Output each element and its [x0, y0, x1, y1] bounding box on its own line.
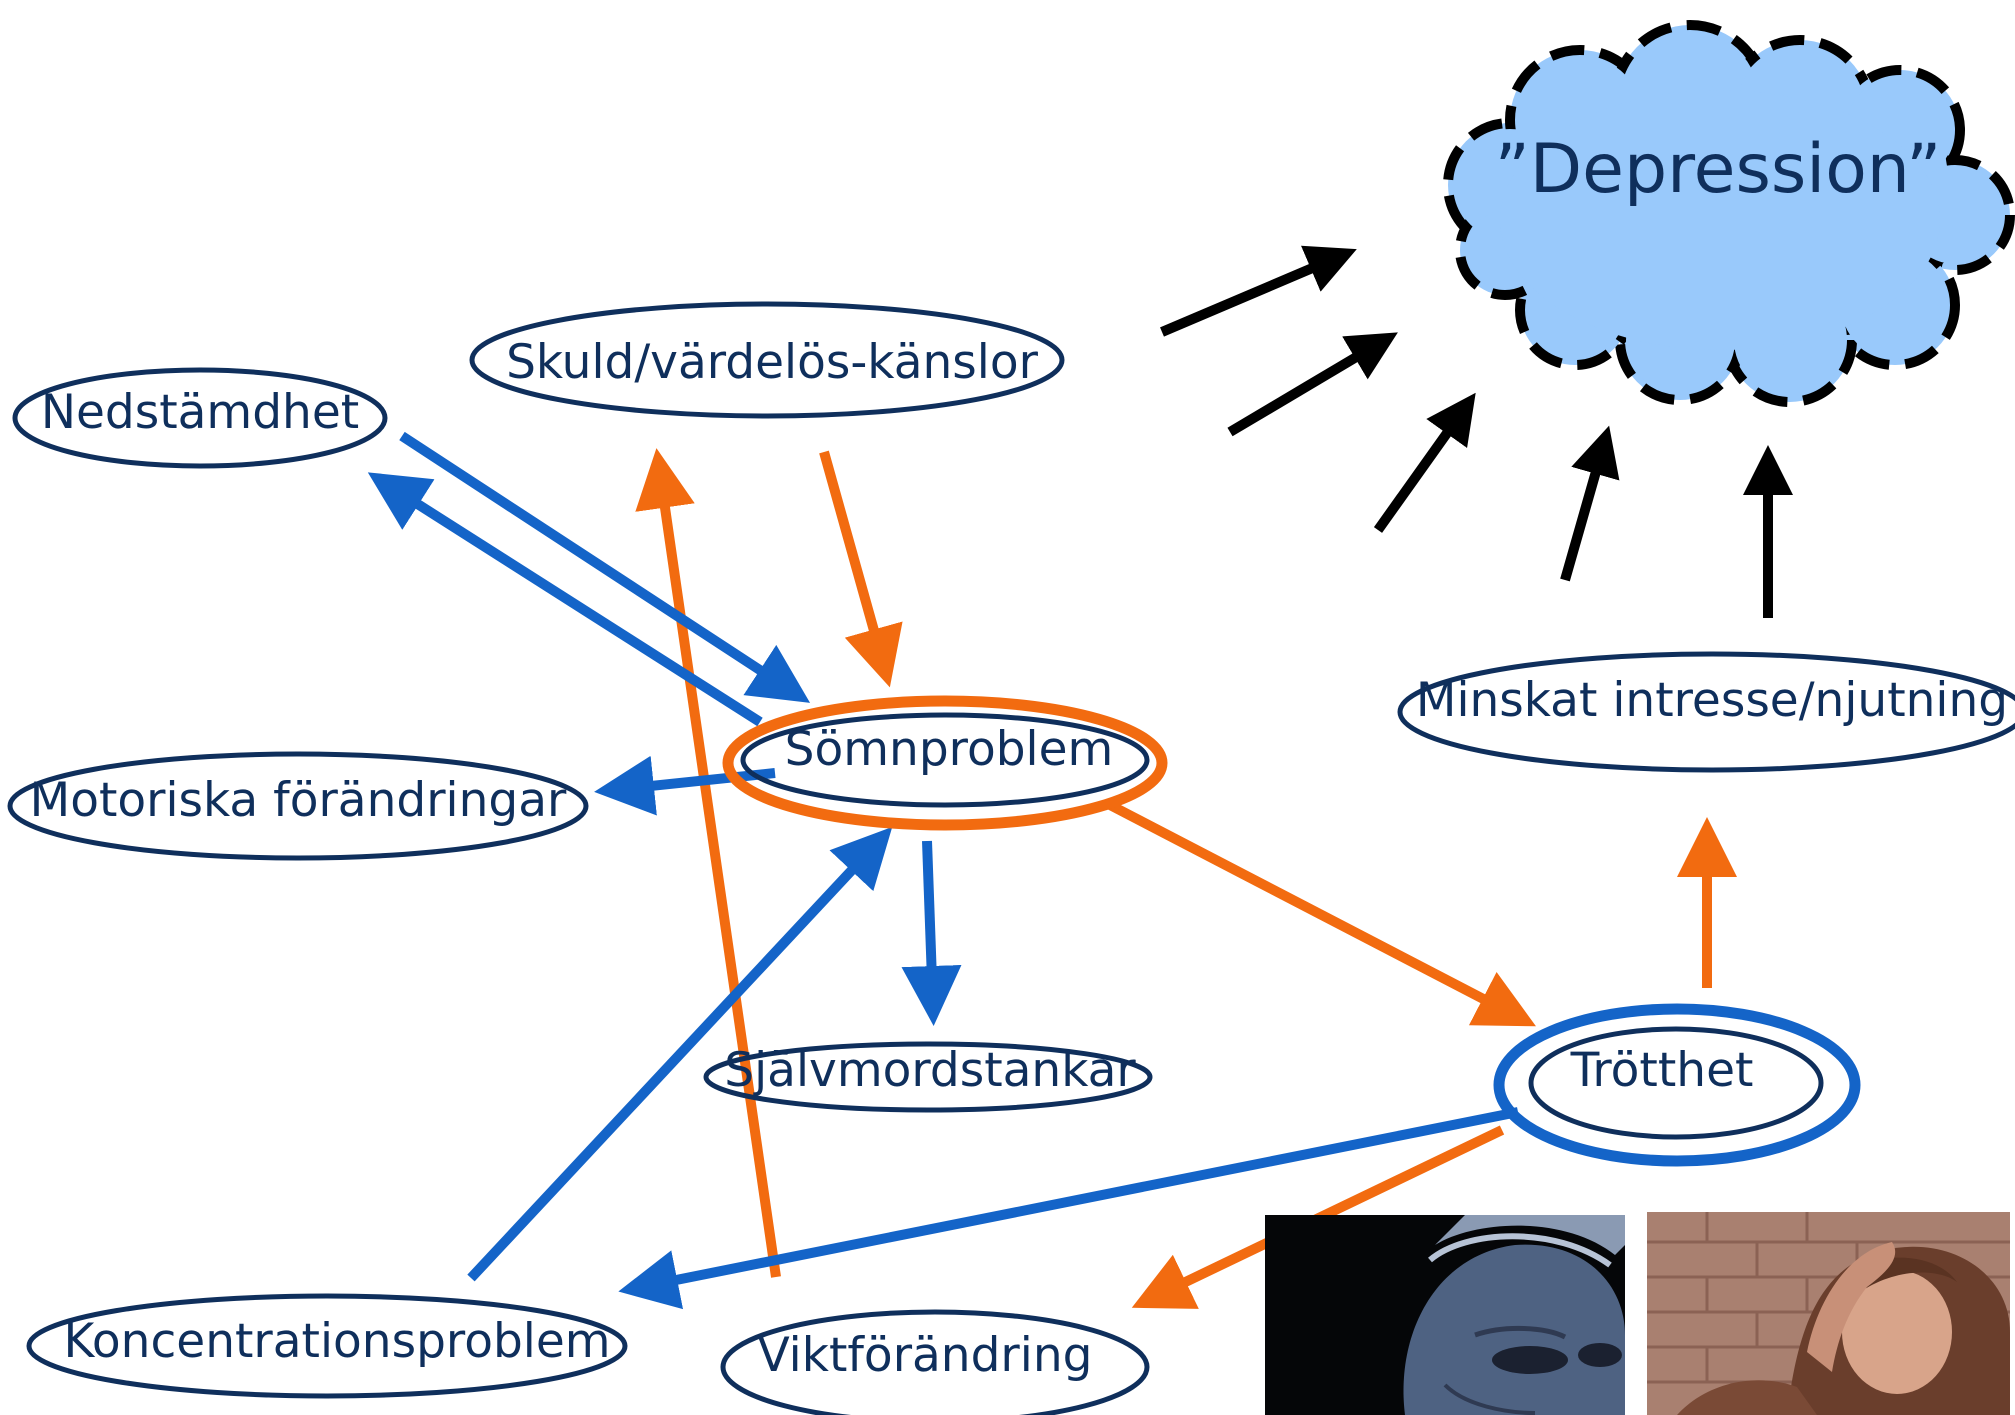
- node-label: Skuld/värdelös-känslor: [506, 335, 1039, 390]
- arrow-to-cloud: [1373, 392, 1476, 533]
- node-motoriska: Motoriska förändringar: [7, 751, 589, 861]
- node-label: Viktförändring: [758, 1328, 1093, 1383]
- node-label: Motoriska förändringar: [30, 773, 567, 828]
- node-minskat: Minskat intresse/njutning: [1397, 651, 2015, 773]
- node-viktforandring: Viktförändring: [720, 1309, 1150, 1415]
- node-skuld: Skuld/värdelös-känslor: [469, 301, 1065, 419]
- node-koncentration: Koncentrationsproblem: [26, 1293, 628, 1399]
- node-somnproblem: Sömnproblem: [722, 695, 1168, 831]
- node-label: Minskat intresse/njutning: [1416, 673, 2008, 728]
- black-arrows: [1160, 245, 1793, 618]
- arrow-nedstamdhet-to-somn: [399, 431, 811, 703]
- arrow-to-cloud: [1227, 332, 1398, 437]
- arrow-somn-to-trotthet: [1107, 800, 1536, 1027]
- node-label: Sömnproblem: [785, 722, 1114, 777]
- arrow-koncentration-to-skuld: [635, 448, 781, 1278]
- depression-cloud: ”Depression”: [1443, 20, 2015, 407]
- node-label: Nedstämdhet: [41, 385, 359, 440]
- node-label: Koncentrationsproblem: [63, 1314, 610, 1369]
- arrow-somn-to-sjalvmord: [901, 840, 962, 1026]
- node-nedstamdhet: Nedstämdhet: [12, 367, 388, 469]
- arrow-to-cloud: [1560, 425, 1620, 582]
- arrow-koncentration-to-somn: [467, 826, 893, 1282]
- arrow-somn-to-nedstamdhet: [367, 472, 763, 727]
- blue-arrows: [367, 431, 1519, 1310]
- arrow-somn-to-motoriska: [594, 755, 776, 816]
- node-trotthet: Trötthet: [1493, 1003, 1861, 1167]
- arrow-trotthet-to-koncentration: [618, 1107, 1519, 1310]
- node-label: Trötthet: [1570, 1043, 1754, 1098]
- node-label: Självmordstankar: [724, 1043, 1136, 1098]
- orange-arrows: [635, 448, 1737, 1309]
- distressed-girl-photo: [1647, 1212, 2010, 1415]
- arrow-skuld-to-somn: [819, 450, 903, 688]
- elderly-man-photo: [1265, 1215, 1625, 1415]
- arrow-to-cloud: [1160, 245, 1357, 337]
- node-sjalvmord: Självmordstankar: [703, 1041, 1153, 1113]
- cloud-label: ”Depression”: [1495, 130, 1942, 209]
